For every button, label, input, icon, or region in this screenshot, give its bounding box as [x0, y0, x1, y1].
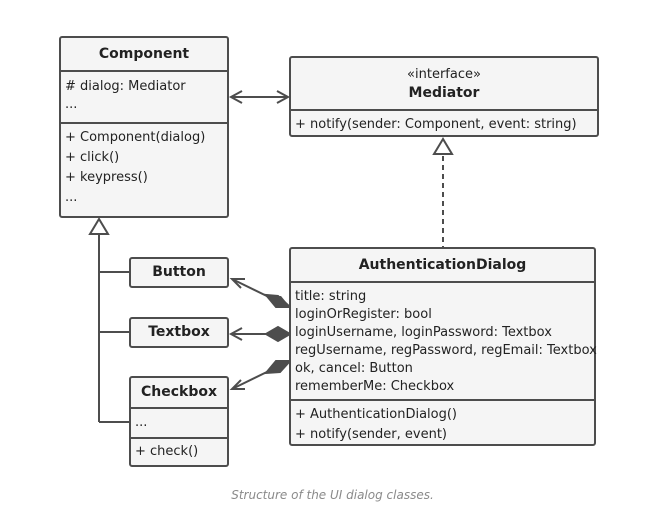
authentication-dialog-method: + AuthenticationDialog()	[295, 407, 458, 422]
component-method: + click()	[65, 150, 120, 165]
mediator-class-name: Mediator	[408, 85, 480, 101]
inheritance-tree	[88, 217, 129, 423]
component-fields: # dialog: Mediator ...	[61, 70, 227, 122]
composition-checkbox	[229, 360, 293, 390]
checkbox-methods: + check()	[131, 437, 227, 461]
checkbox-class-name: Checkbox	[140, 384, 217, 400]
component-class: Component # dialog: Mediator ... + Compo…	[59, 36, 229, 218]
checkbox-method: + check()	[135, 444, 199, 459]
mediator-method: + notify(sender: Component, event: strin…	[295, 117, 577, 132]
checkbox-class: Checkbox ... + check()	[129, 376, 229, 467]
component-field: ...	[65, 97, 78, 112]
component-methods: + Component(dialog) + click() + keypress…	[61, 122, 227, 208]
button-class-name: Button	[152, 264, 206, 280]
checkbox-fields: ...	[131, 407, 227, 437]
checkbox-field: ...	[135, 415, 148, 430]
authentication-dialog-fields: title: string loginOrRegister: bool logi…	[291, 281, 597, 399]
figure-caption: Structure of the UI dialog classes.	[231, 488, 434, 502]
textbox-class-name: Textbox	[148, 324, 210, 340]
mediator-stereotype: «interface»	[407, 67, 481, 82]
component-method: + Component(dialog)	[65, 130, 206, 145]
realization-arrow	[432, 137, 454, 247]
authentication-dialog-class-name: AuthenticationDialog	[358, 257, 527, 273]
composition-textbox	[228, 325, 292, 343]
authentication-dialog-field: loginOrRegister: bool	[295, 307, 432, 322]
composition-button	[229, 278, 293, 308]
authentication-dialog-class: AuthenticationDialog title: string login…	[289, 247, 597, 446]
mediator-header: «interface» Mediator	[291, 58, 597, 109]
authentication-dialog-field: loginUsername, loginPassword: Textbox	[295, 325, 552, 340]
mediator-interface: «interface» Mediator + notify(sender: Co…	[289, 56, 599, 137]
authentication-dialog-methods: + AuthenticationDialog() + notify(sender…	[291, 399, 594, 445]
authentication-dialog-method: + notify(sender, event)	[295, 427, 448, 442]
component-method: + keypress()	[65, 170, 148, 185]
component-class-name: Component	[98, 46, 190, 62]
authentication-dialog-field: rememberMe: Checkbox	[295, 379, 455, 394]
authentication-dialog-field: title: string	[295, 289, 367, 304]
component-field: # dialog: Mediator	[65, 79, 186, 94]
textbox-class: Textbox	[129, 317, 229, 348]
component-method: ...	[65, 190, 78, 205]
authentication-dialog-field: regUsername, regPassword, regEmail: Text…	[295, 343, 597, 358]
button-class: Button	[129, 257, 229, 288]
mediator-methods: + notify(sender: Component, event: strin…	[291, 109, 597, 135]
component-mediator-association	[228, 90, 291, 104]
authentication-dialog-field: ok, cancel: Button	[295, 361, 413, 376]
